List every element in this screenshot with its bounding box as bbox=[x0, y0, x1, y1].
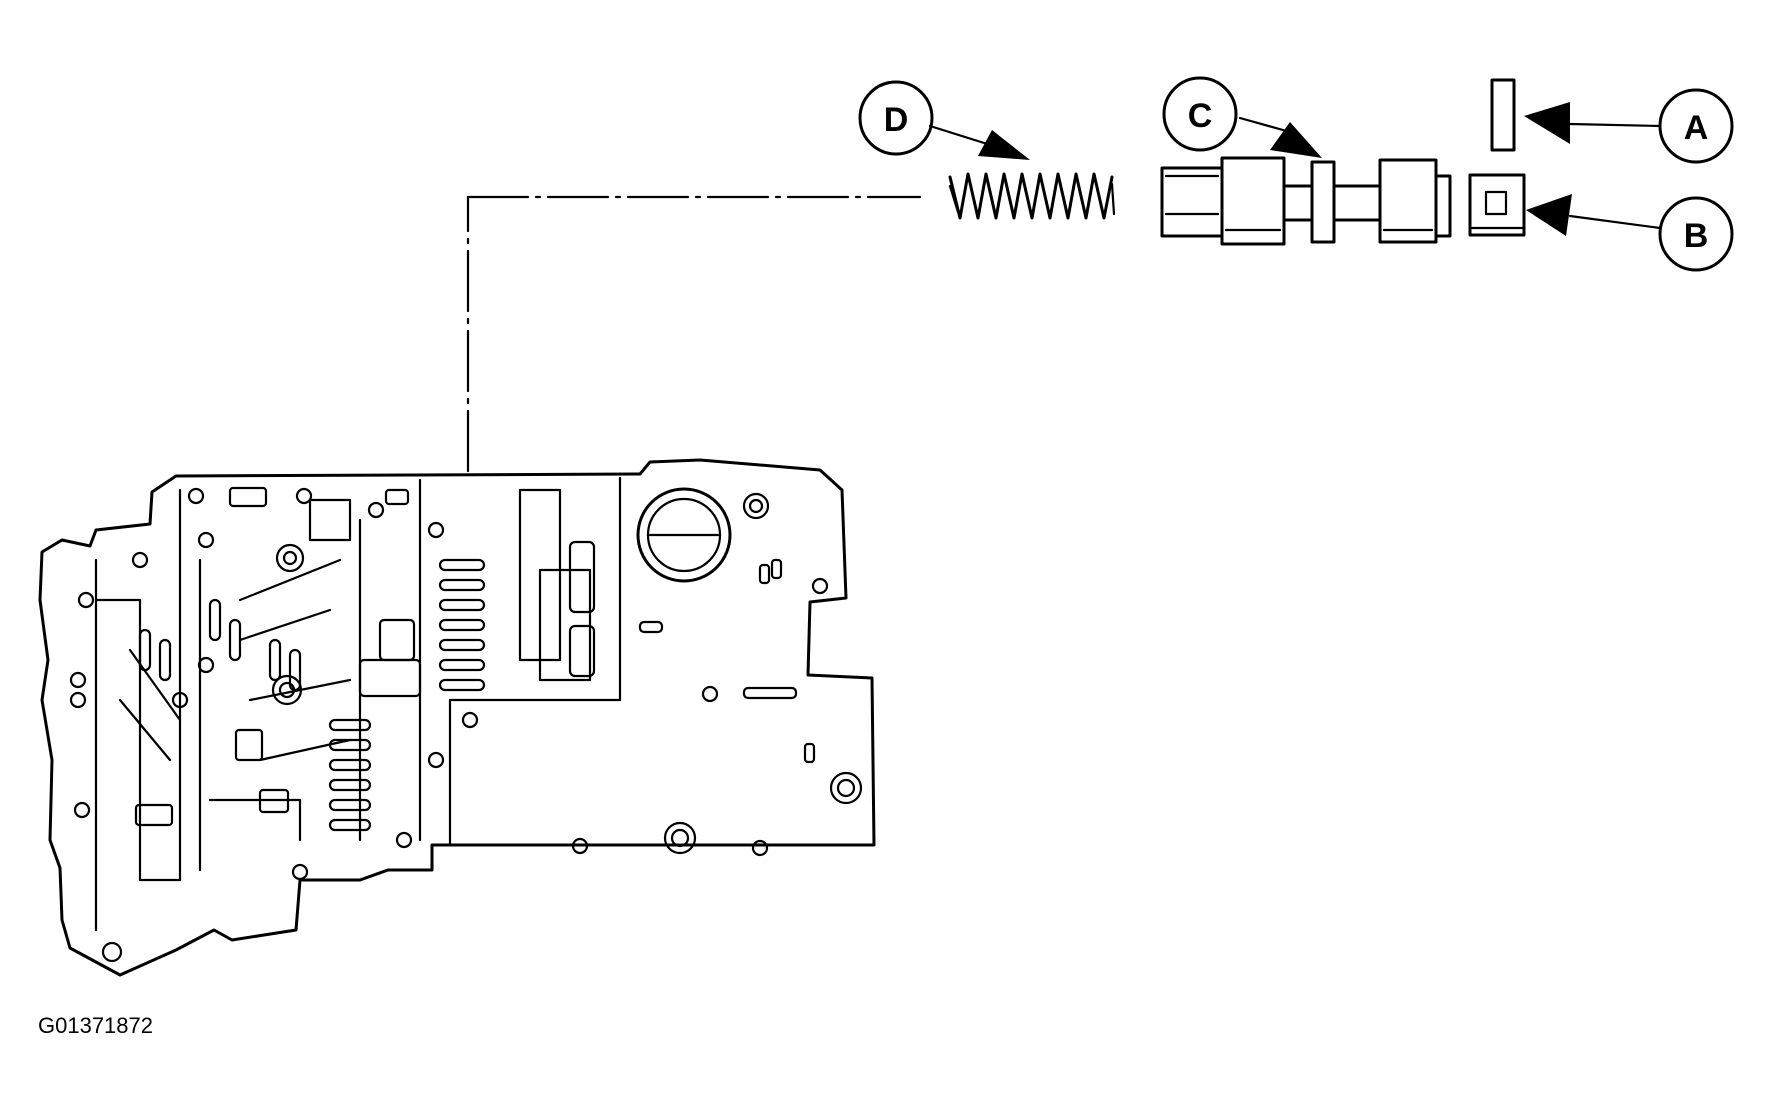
figure-code: G01371872 bbox=[38, 1013, 153, 1038]
callout-a-label: A bbox=[1684, 109, 1709, 147]
callout-a: A bbox=[1658, 88, 1734, 164]
callout-c-label: C bbox=[1188, 97, 1213, 135]
alignment-leader-line bbox=[466, 195, 922, 473]
bolt-holes bbox=[69, 487, 863, 963]
retainer-part-b bbox=[1468, 173, 1526, 237]
callout-d-label: D bbox=[884, 101, 909, 139]
callout-c: C bbox=[1162, 76, 1238, 152]
callout-b: B bbox=[1658, 196, 1734, 272]
clip-part-a bbox=[1490, 78, 1516, 152]
valve-spool-part-c bbox=[1160, 156, 1452, 246]
valve-body bbox=[38, 458, 876, 977]
callout-b-label: B bbox=[1684, 217, 1709, 255]
callout-d: D bbox=[858, 80, 934, 156]
callout-arrows bbox=[928, 102, 1662, 236]
spring-part-d bbox=[948, 172, 1116, 220]
valve-body-port bbox=[636, 487, 732, 583]
valve-bore-slots bbox=[138, 558, 486, 832]
